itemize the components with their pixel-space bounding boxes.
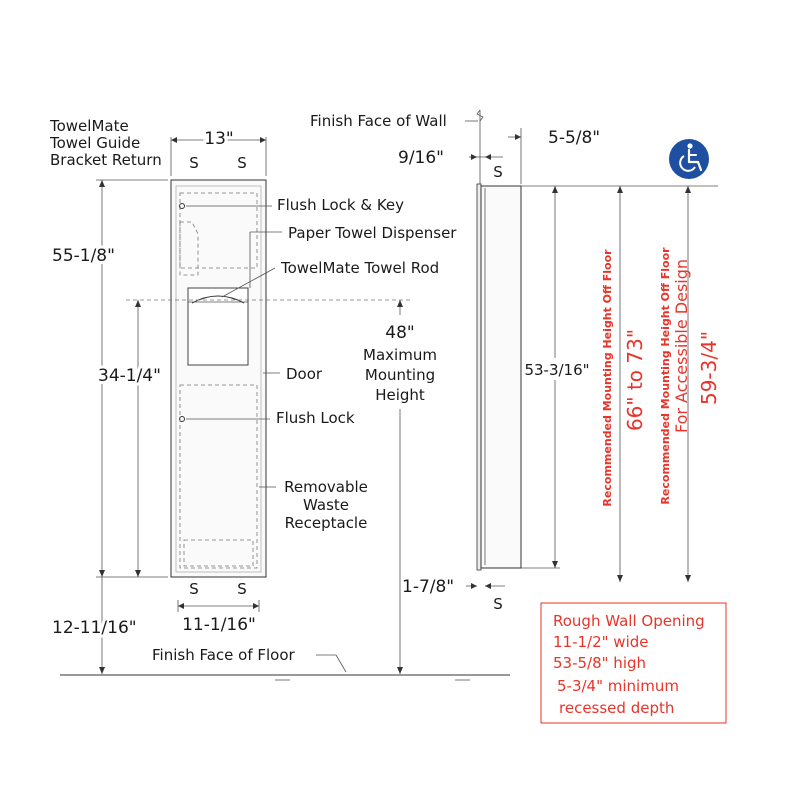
max-mount-line1: Maximum <box>363 346 437 364</box>
removable-waste-line2: Waste <box>303 496 349 514</box>
towel-guide-bracket <box>179 221 199 276</box>
removable-waste-line3: Receptacle <box>285 514 368 532</box>
cabinet-side-body <box>480 185 522 569</box>
depth-1-7-8-label: 1-7/8" <box>402 577 454 597</box>
height-55-label: 55-1/8" <box>52 246 115 266</box>
rough-opening-line4: 5-3/4" minimum <box>557 677 679 695</box>
s-top-right: S <box>237 154 247 172</box>
s-bottom-right: S <box>237 580 247 598</box>
towelmate-guide-line1: TowelMate <box>49 117 129 135</box>
width-11-label: 11-1/16" <box>182 615 256 635</box>
rough-opening-box: Rough Wall Opening 11-1/2" wide 53-5/8" … <box>540 602 727 724</box>
s-top-left: S <box>189 154 199 172</box>
depth-5-5-8-label: 5-5/8" <box>548 128 600 148</box>
finish-floor-label: Finish Face of Floor <box>152 646 296 664</box>
dispenser-opening <box>187 287 249 366</box>
rec-height-label-1: Recommended Mounting Height Off Floor <box>601 249 614 507</box>
rec-height-label-2: Recommended Mounting Height Off Floor <box>659 247 672 505</box>
towel-rod <box>191 295 245 304</box>
lower-door-dashed <box>179 384 258 569</box>
range-66-73-label: 66" to 73" <box>623 329 647 431</box>
cabinet-outline <box>170 179 267 578</box>
paper-towel-dispenser-label: Paper Towel Dispenser <box>288 224 457 242</box>
max-mount-line3: Height <box>375 386 425 404</box>
towelmate-rod-label: TowelMate Towel Rod <box>280 259 439 277</box>
front-elevation: 13" S S TowelMate Towel Guide Bracket Re… <box>49 117 457 674</box>
rough-opening-line5: recessed depth <box>559 699 674 717</box>
s-bottom-left: S <box>189 580 199 598</box>
flush-lock-symbol <box>179 416 185 422</box>
recommended-heights: Recommended Mounting Height Off Floor 66… <box>601 186 721 582</box>
height-59-label: 59-3/4" <box>697 331 721 405</box>
depth-9-16-label: 9/16" <box>398 148 444 168</box>
door-label: Door <box>286 365 323 383</box>
s-side-bottom: S <box>493 595 503 613</box>
s-side-top: S <box>493 163 503 181</box>
height-34-label: 34-1/4" <box>98 366 161 386</box>
rough-opening-line2: 11-1/2" wide <box>553 633 649 651</box>
flush-lock-key-label: Flush Lock & Key <box>277 196 404 214</box>
height-12-label: 12-11/16" <box>52 618 137 638</box>
flush-lock-key-symbol <box>179 203 185 209</box>
height-53-label: 53-3/16" <box>524 361 589 379</box>
towelmate-guide-line2: Towel Guide <box>49 134 140 152</box>
accessible-design-label: For Accessible Design <box>672 259 691 433</box>
floor: Finish Face of Floor <box>60 646 510 681</box>
finish-wall-label: Finish Face of Wall <box>310 112 447 130</box>
width-13-label: 13" <box>204 129 233 149</box>
waste-bin-dashed <box>183 539 254 567</box>
rough-opening-line3: 53-5/8" high <box>553 654 646 672</box>
cabinet-inner <box>175 185 262 573</box>
wheelchair-icon <box>669 139 709 179</box>
rough-opening-line1: Rough Wall Opening <box>553 612 705 630</box>
cabinet-side-flange <box>476 183 482 571</box>
side-section: Finish Face of Wall 9/16" 5-5/8" S 53-3/… <box>310 109 718 613</box>
height-48-label: 48" <box>385 323 414 343</box>
max-mount-line2: Mounting <box>365 366 435 384</box>
flush-lock-label: Flush Lock <box>276 409 355 427</box>
towelmate-guide-line3: Bracket Return <box>50 151 162 169</box>
removable-waste-line1: Removable <box>284 478 368 496</box>
